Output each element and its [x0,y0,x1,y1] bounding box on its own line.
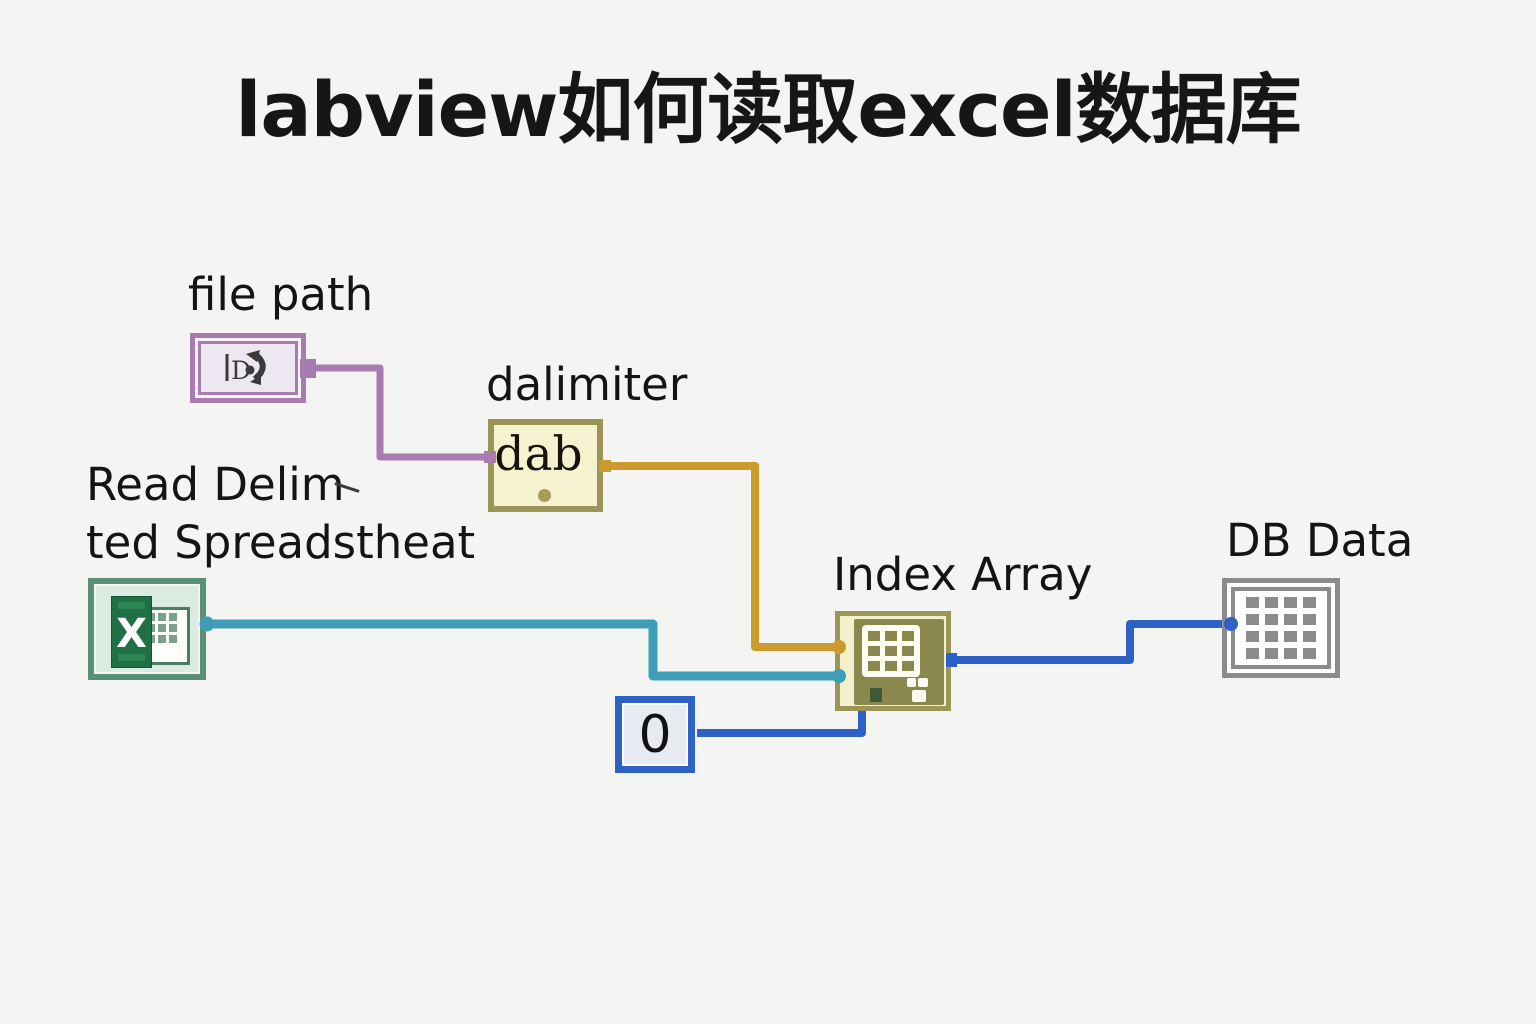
array-cells-icon [862,625,920,677]
wire-delimiter-to-index-array[interactable] [601,462,840,651]
index-constant-value[interactable]: 0 [638,704,672,765]
file-path-label: file path [188,268,374,321]
index-array-label: Index Array [833,548,1093,601]
read-spreadsheet-label-line2: ted Spreadstheat [86,516,476,569]
excel-icon: X [111,596,152,668]
db-data-node[interactable] [1222,578,1340,678]
excel-x-letter: X [116,611,147,657]
table-grid-icon [1231,587,1331,669]
index-slot-icon [918,678,928,687]
page-title: labview如何读取excel数据库 [235,65,1301,154]
index-slot-icon [912,690,926,702]
index-constant-node[interactable]: 0 [615,696,695,773]
wire-file-path-to-delimiter[interactable] [303,364,494,461]
svg-text:D: D [231,356,251,385]
read-spreadsheet-node[interactable]: X [88,578,206,680]
db-data-label: DB Data [1226,514,1414,567]
delimiter-constant-node[interactable]: dab [488,419,603,512]
wire-spreadsheet-to-index-array[interactable] [200,619,840,681]
index-input-port [870,688,882,702]
delimiter-label: dalimiter [486,358,688,411]
wire-index-array-to-db-data[interactable] [948,620,1235,664]
table-cells-icon [1246,597,1316,659]
file-path-constant-node[interactable]: D [190,333,306,403]
wire-zero-to-index-array[interactable] [697,703,866,737]
path-glyph-icon: D [225,350,266,385]
path-constant-icon: D [198,341,298,395]
index-array-node[interactable] [835,611,951,711]
delimiter-value[interactable]: dab [494,427,583,482]
read-spreadsheet-label-line1: Read Delim [86,458,345,511]
array-grid-icon [854,619,944,705]
index-slot-icon [907,678,916,687]
delimiter-dot [538,489,551,502]
